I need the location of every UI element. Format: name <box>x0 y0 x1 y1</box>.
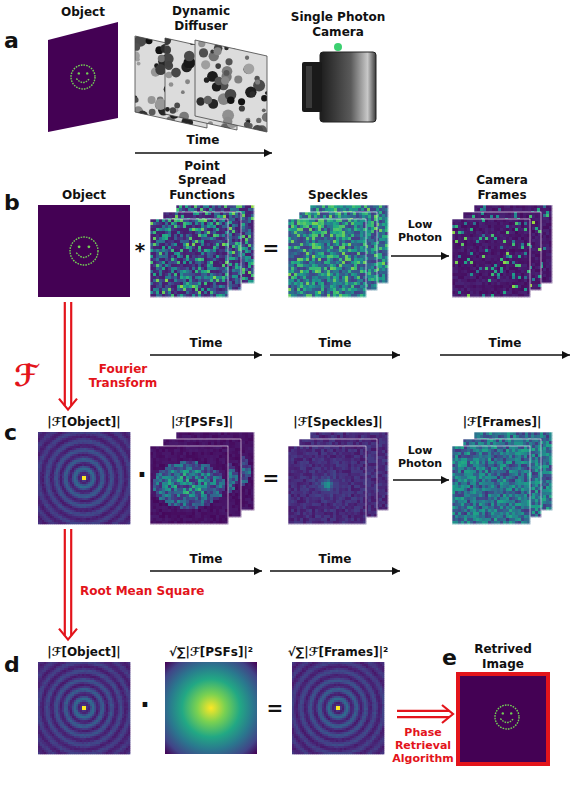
figure: ObjectDynamic DiffuserSingle Photon Came… <box>0 0 581 793</box>
